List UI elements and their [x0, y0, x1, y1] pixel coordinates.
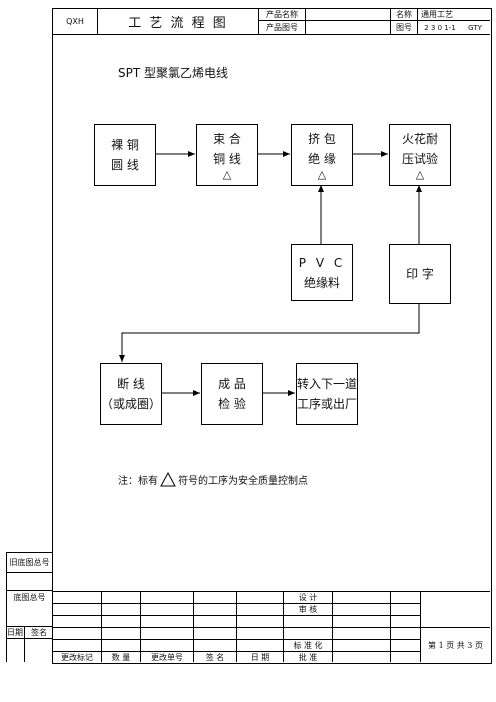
old-drawing-total-label: 旧底图总号: [9, 558, 50, 567]
footer-col-rule: [420, 591, 421, 662]
step-label: （或成圈）: [101, 397, 162, 411]
left-margin-line: [6, 552, 7, 662]
left-margin-rule: [6, 638, 53, 639]
design-label: 设 计: [298, 593, 318, 602]
note-text: 注：标有 符号的工序为安全质量控制点: [118, 472, 308, 487]
header-bottom-rule: [53, 34, 490, 35]
drawing-no-label: 图号: [396, 23, 412, 32]
step-label: 转入下一道: [297, 377, 358, 391]
footer-row-rule: [53, 627, 490, 628]
drawing-suffix: GTY: [468, 23, 482, 32]
footer-col-rule: [236, 591, 237, 662]
header-code: QXH: [66, 17, 84, 26]
step-label: 圆 线: [111, 158, 139, 172]
control-point-icon: △: [415, 168, 425, 181]
control-point-icon: △: [222, 168, 232, 181]
step-label: P V C: [298, 255, 346, 270]
col-change-mark: 更改标记: [61, 652, 93, 662]
step-pvc: P V C 绝缘料: [291, 244, 353, 301]
drawing-no-value: 2 3 0 1-1: [424, 23, 456, 32]
footer-col-rule: [140, 591, 141, 662]
step-extrude: 挤 包 绝 缘 △: [291, 124, 353, 186]
control-point-icon: △: [317, 168, 327, 181]
step-label: 断 线: [117, 377, 145, 391]
footer-col-rule: [101, 591, 102, 662]
footer-col-rule: [390, 591, 391, 662]
arrow-spark-to-cut: [119, 303, 420, 362]
note-suffix: 符号的工序为安全质量控制点: [178, 476, 308, 487]
step-label: 铜 线: [213, 152, 241, 166]
col-date: 日 期: [250, 652, 270, 662]
header-divider: [417, 8, 418, 34]
header-mid-rule: [258, 20, 490, 21]
page-frame: [52, 8, 492, 664]
standard-label: 标 准 化: [293, 641, 323, 650]
header-divider: [97, 8, 98, 34]
step-label: 印 字: [406, 267, 434, 281]
left-margin-divider: [24, 626, 25, 662]
left-margin-rule: [6, 552, 53, 553]
base-drawing-total-label: 底图总号: [13, 593, 46, 602]
step-label: 火花耐: [401, 132, 438, 146]
step-label: 绝 缘: [308, 152, 336, 166]
step-transfer: 转入下一道 工序或出厂: [296, 363, 358, 425]
footer-top-rule: [53, 591, 490, 592]
step-label: 挤 包: [308, 132, 336, 146]
control-point-icon: [160, 472, 176, 487]
footer-col-rule: [193, 591, 194, 662]
step-print: 印 字: [389, 244, 451, 304]
step-bare-copper: 裸 铜 圆 线: [94, 124, 156, 186]
step-label: 检 验: [218, 397, 246, 411]
step-label: 工序或出厂: [297, 397, 358, 411]
sign-side-label: 签名: [31, 628, 47, 637]
col-signature: 签 名: [205, 652, 225, 662]
step-label: 裸 铜: [111, 138, 139, 152]
step-inspect: 成 品 检 验: [201, 363, 263, 425]
header-divider: [305, 8, 306, 34]
product-name-label: 产品名称: [266, 10, 298, 19]
col-change-order: 更改单号: [151, 652, 183, 662]
step-label: 束 合: [213, 132, 241, 146]
footer-col-rule: [283, 591, 284, 662]
header-divider: [258, 8, 259, 34]
step-bunch: 束 合 铜 线 △: [196, 124, 258, 186]
note-prefix: 注：标有: [118, 476, 158, 487]
left-margin-rule: [6, 590, 53, 591]
step-label: 绝缘料: [303, 275, 340, 290]
col-quantity: 数 量: [111, 652, 131, 662]
name-value: 通用工艺: [421, 10, 453, 19]
left-margin-rule: [6, 572, 53, 573]
step-cut: 断 线 （或成圈）: [100, 363, 162, 425]
header-divider: [390, 8, 391, 34]
name-label: 名称: [396, 10, 412, 19]
step-label: 压试验: [401, 152, 438, 166]
step-label: 成 品: [218, 377, 246, 391]
footer-col-rule: [332, 591, 333, 662]
left-margin-rule: [6, 626, 53, 627]
date-side-label: 日期: [7, 628, 23, 637]
approve-label: 批 准: [298, 652, 318, 662]
product-drawing-label: 产品图号: [266, 23, 298, 32]
flow-heading: SPT 型聚氯乙烯电线: [118, 66, 228, 80]
page-count: 第 1 页 共 3 页: [428, 640, 483, 650]
review-label: 审 核: [298, 605, 318, 614]
page-title: 工 艺 流 程 图: [128, 16, 228, 31]
